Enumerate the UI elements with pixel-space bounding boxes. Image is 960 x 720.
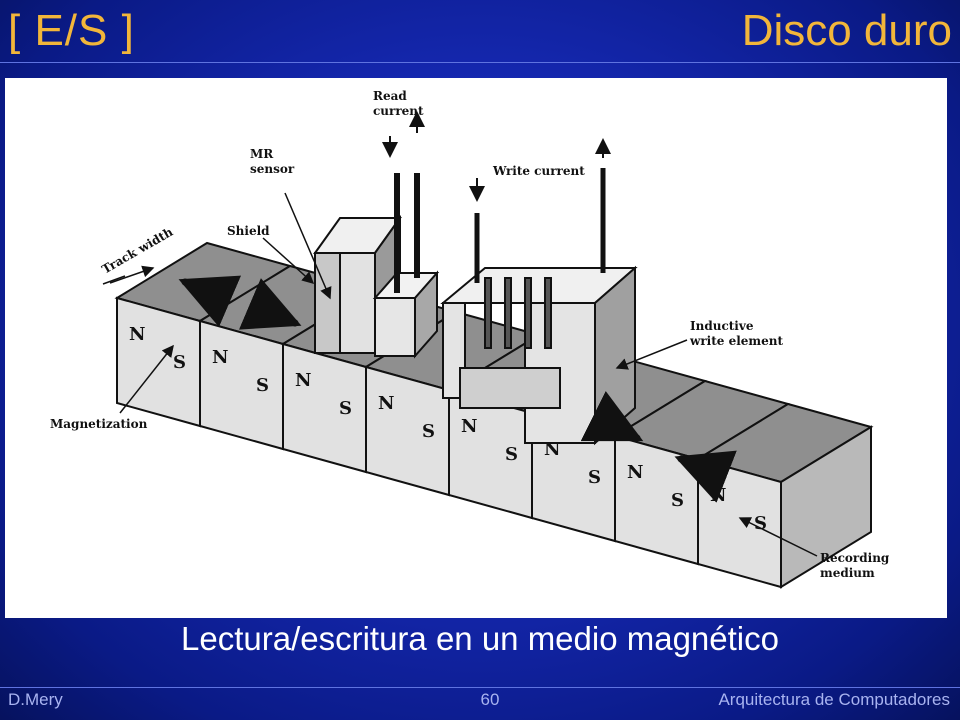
pole-s-label: S — [422, 421, 435, 442]
pole-s-label: S — [505, 444, 518, 465]
read-current-wires — [394, 173, 420, 293]
disk-head-diagram: N S N S N S N S N S N S N S N S — [50, 89, 890, 589]
caption: Lectura/escritura en un medio magnético — [181, 620, 779, 657]
pole-n-label: N — [627, 462, 643, 483]
shield — [313, 214, 402, 357]
pole-s-label: S — [339, 398, 352, 419]
page-title: Disco duro — [741, 6, 952, 55]
pole-s-label: S — [256, 375, 269, 396]
diagram-panel: N S N S N S N S N S N S N S N S — [5, 78, 947, 618]
pole-n-label: N — [212, 347, 228, 368]
pole-n-label: N — [295, 370, 311, 391]
footer-author: D.Mery — [8, 690, 63, 709]
label-pointers — [102, 192, 818, 557]
pole-n-label: N — [461, 416, 477, 437]
label-magnetization: Magnetization — [50, 417, 148, 431]
footer-divider — [0, 687, 960, 688]
label-shield: Shield — [227, 224, 270, 238]
pole-n-label: N — [544, 439, 560, 460]
header-divider — [0, 62, 960, 63]
write-current-wires — [474, 168, 606, 283]
label-write-current: Write current — [492, 164, 585, 178]
mr-sensor — [372, 270, 440, 359]
pole-s-label: S — [588, 467, 601, 488]
pole-s-label: S — [671, 490, 684, 511]
pole-s-label: S — [754, 513, 767, 534]
pole-n-label: N — [129, 324, 145, 345]
magnetization-arrows — [178, 275, 737, 503]
current-arrows — [382, 111, 611, 202]
pole-s-label: S — [173, 352, 186, 373]
footer-page-number: 60 — [480, 690, 500, 709]
pole-n-label: N — [710, 485, 726, 506]
footer-course: Arquitectura de Computadores — [718, 690, 950, 709]
header-section: [ E/S ] — [8, 6, 135, 55]
pole-n-label: N — [378, 393, 394, 414]
